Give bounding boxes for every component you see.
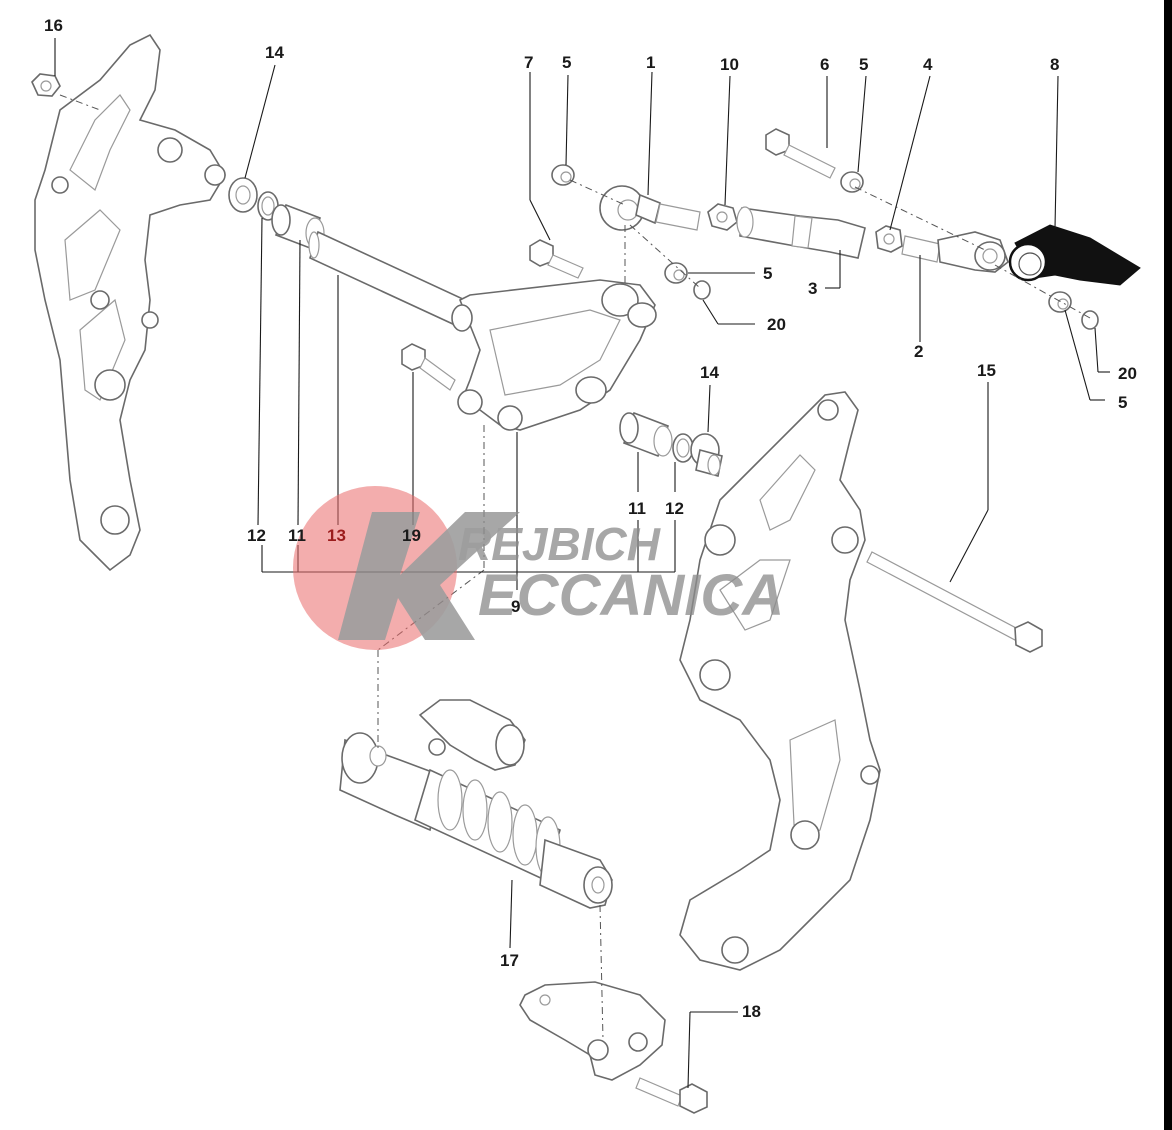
circlip-20-a	[693, 280, 711, 300]
label-7: 7	[524, 53, 533, 72]
washer-5-a	[551, 164, 575, 186]
label-17: 17	[500, 951, 519, 970]
bolt-6	[765, 128, 836, 179]
rocker-link-9	[451, 279, 657, 431]
label-4: 4	[923, 55, 933, 74]
seal-12-right	[672, 433, 694, 463]
label-6: 6	[820, 55, 829, 74]
label-5-top: 5	[562, 53, 571, 72]
leader-lines	[54, 38, 1110, 1089]
label-11-right: 11	[628, 499, 646, 518]
label-16: 16	[44, 16, 63, 35]
label-12-right: 12	[665, 499, 684, 518]
rod-end-1	[599, 185, 701, 231]
assembly-guide-lines	[59, 94, 1091, 1041]
washer-5-b	[840, 171, 864, 193]
spacer-14-left	[228, 177, 258, 213]
label-13: 13	[327, 526, 346, 545]
bolt-19	[401, 343, 456, 391]
nut-10	[707, 203, 738, 231]
watermark-line2: ECCANICA	[478, 563, 784, 628]
watermark-logo: REJBICH ECCANICA	[293, 486, 784, 650]
left-footrest-bracket	[34, 33, 226, 572]
right-edge-border	[1164, 0, 1172, 1130]
watermark-k-glyph	[338, 512, 520, 640]
bolt-7	[529, 239, 584, 279]
shock-absorber-17	[339, 699, 613, 909]
watermark-line1: REJBICH	[458, 518, 661, 570]
label-14-right: 14	[700, 363, 719, 382]
label-5-right: 5	[1118, 393, 1127, 412]
spacer-14-right	[690, 433, 723, 477]
bearing-11-right	[619, 411, 673, 458]
nut-16	[31, 73, 61, 97]
nut-4	[875, 225, 903, 253]
circlip-20-b	[1081, 310, 1099, 330]
label-3: 3	[808, 279, 817, 298]
right-footrest-bracket	[679, 391, 881, 971]
bolt-18	[635, 1077, 708, 1114]
rubber-cover-8	[1008, 224, 1141, 286]
label-14-left: 14	[265, 43, 284, 62]
shaft-13	[308, 230, 467, 327]
label-20-mid: 20	[767, 315, 786, 334]
part-number-labels: 16 14 7 5 1 10 6 5 4 8 5 3 20 2 20 5 15 …	[44, 16, 1137, 1021]
label-11-left: 11	[288, 526, 306, 545]
label-15: 15	[977, 361, 996, 380]
label-8: 8	[1050, 55, 1059, 74]
rod-end-2	[901, 231, 1009, 273]
label-12-left: 12	[247, 526, 266, 545]
adjuster-sleeve-3	[736, 206, 866, 259]
label-19: 19	[402, 526, 421, 545]
long-bolt-15	[866, 551, 1043, 653]
label-1: 1	[646, 53, 655, 72]
lower-mount-bracket	[519, 981, 666, 1081]
label-5-top-right: 5	[859, 55, 868, 74]
washer-5-c	[664, 262, 688, 284]
label-20-right: 20	[1118, 364, 1137, 383]
label-9: 9	[511, 597, 520, 616]
label-5-mid: 5	[763, 264, 772, 283]
washer-5-d	[1048, 291, 1072, 313]
label-18: 18	[742, 1002, 761, 1021]
label-10: 10	[720, 55, 739, 74]
label-2: 2	[914, 342, 923, 361]
